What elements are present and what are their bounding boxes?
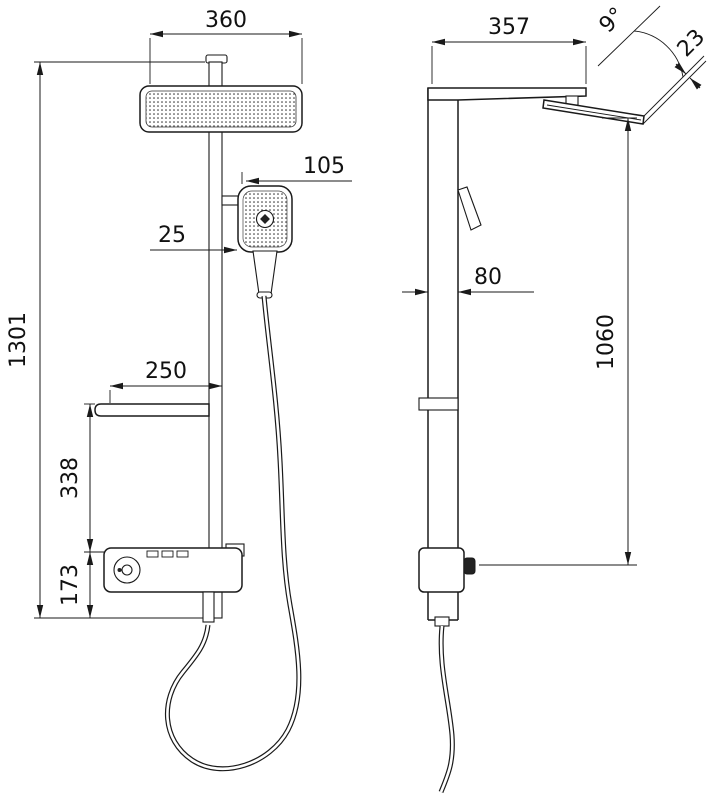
dim-label-head-to-outlet: 1060 [594, 314, 619, 370]
hand-shower-bracket [221, 195, 239, 206]
panel-button [146, 550, 159, 558]
hose-outlet [202, 591, 215, 623]
dim-label-hand-shower-gap: 25 [158, 223, 186, 248]
dim-column-depth: 80 [402, 265, 534, 296]
dim-arm-depth: 357 [431, 15, 587, 84]
panel-knob-side [463, 557, 476, 575]
front-view: 360 1301 105 25 [6, 8, 352, 772]
dim-head-angle: 9° [595, 3, 684, 78]
dim-shelf-width: 250 [109, 359, 222, 403]
panel-button [161, 550, 174, 558]
dim-total-height: 1301 [6, 61, 205, 619]
dim-label-total-height: 1301 [6, 312, 31, 368]
hand-shower-handle [252, 250, 278, 295]
shower-hose-front [164, 295, 302, 772]
dim-label-column-depth: 80 [474, 265, 502, 290]
dim-label-head-thickness: 23 [673, 25, 710, 62]
rain-shower-head [139, 85, 303, 133]
control-panel-side [418, 547, 476, 593]
shower-column-front [208, 61, 223, 619]
dim-label-shelf-width: 250 [145, 359, 187, 384]
shelf [94, 403, 210, 417]
side-view: 357 9° 23 80 [402, 3, 710, 793]
knob-marker [117, 568, 122, 572]
control-panel [103, 543, 245, 623]
dim-hand-shower-offset: 105 [241, 154, 352, 185]
shelf-side [418, 397, 459, 411]
hand-shower-holder-side [457, 186, 482, 231]
dim-label-head-width: 360 [205, 8, 247, 33]
dim-head-thickness: 23 [642, 25, 710, 125]
dim-label-head-angle: 9° [595, 3, 630, 38]
shower-hose-side [434, 616, 455, 793]
shower-arm [427, 87, 587, 101]
dim-hand-shower-gap: 25 [150, 223, 237, 254]
panel-button [176, 550, 189, 558]
hand-shower [237, 185, 293, 299]
hand-shower-center-knob [260, 214, 270, 224]
hose-connector-side [434, 616, 450, 627]
dim-head-width: 360 [149, 8, 303, 84]
dim-panel-to-bottom: 173 [58, 552, 94, 618]
dim-label-shelf-to-panel: 338 [58, 457, 83, 499]
dim-label-arm-depth: 357 [488, 15, 530, 40]
dim-head-to-outlet: 1060 [479, 117, 637, 566]
dim-label-hand-shower-offset: 105 [303, 154, 345, 179]
shower-column-side [427, 88, 459, 621]
dim-shelf-to-panel: 338 [58, 403, 104, 553]
dim-label-panel-to-bottom: 173 [58, 564, 83, 606]
